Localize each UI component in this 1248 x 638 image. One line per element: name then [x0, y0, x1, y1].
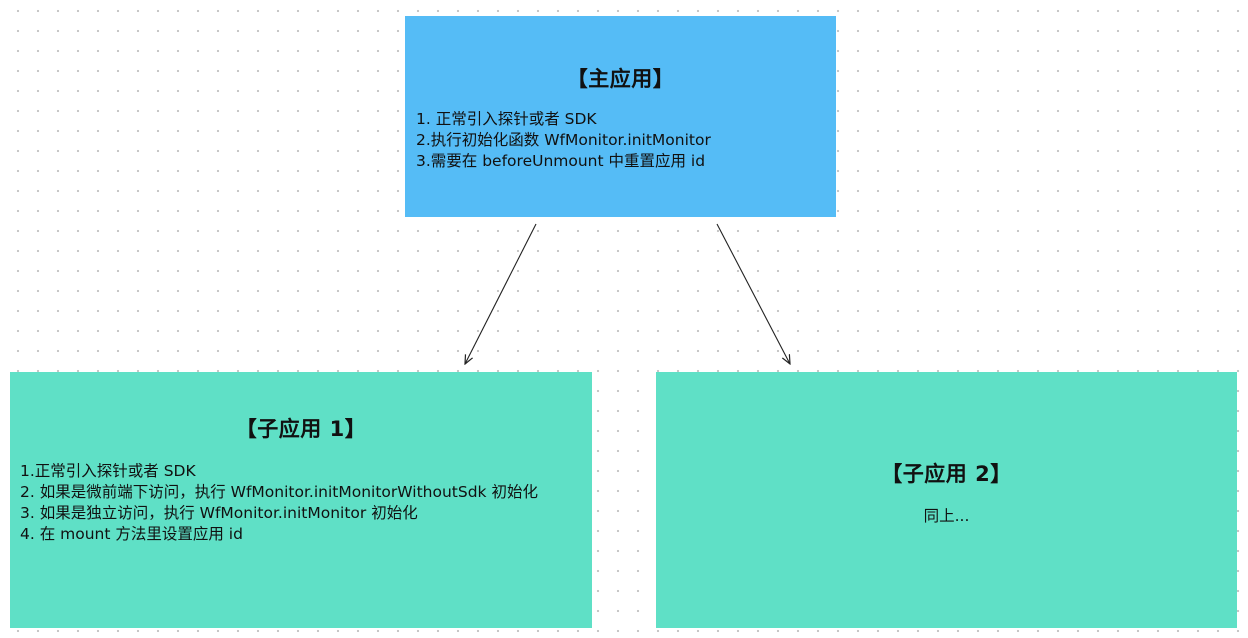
main-app-step: 3.需要在 beforeUnmount 中重置应用 id [416, 152, 706, 170]
sub-app-2-title: 【子应用 2】 [881, 462, 1012, 486]
main-app-step: 1. 正常引入探针或者 SDK [416, 110, 597, 128]
arrow-main-to-sub1 [465, 223, 537, 364]
sub-app-1-box[interactable]: 【子应用 1】 1.正常引入探针或者 SDK 2. 如果是微前端下访问，执行 W… [10, 372, 592, 628]
main-app-step: 2.执行初始化函数 WfMonitor.initMonitor [416, 131, 711, 149]
main-app-title: 【主应用】 [566, 67, 675, 91]
main-app-steps: 1. 正常引入探针或者 SDK 2.执行初始化函数 WfMonitor.init… [416, 109, 828, 172]
sub-app-1-step: 3. 如果是独立访问，执行 WfMonitor.initMonitor 初始化 [20, 504, 418, 522]
sub-app-1-step: 1.正常引入探针或者 SDK [20, 462, 196, 480]
sub-app-1-steps: 1.正常引入探针或者 SDK 2. 如果是微前端下访问，执行 WfMonitor… [20, 461, 578, 545]
sub-app-1-step: 2. 如果是微前端下访问，执行 WfMonitor.initMonitorWit… [20, 483, 538, 501]
sub-app-2-note: 同上... [923, 507, 970, 525]
arrow-main-to-sub2 [716, 223, 790, 364]
sub-app-2-box[interactable]: 【子应用 2】 同上... [656, 372, 1237, 628]
main-app-box[interactable]: 【主应用】 1. 正常引入探针或者 SDK 2.执行初始化函数 WfMonito… [405, 16, 836, 217]
sub-app-1-step: 4. 在 mount 方法里设置应用 id [20, 525, 243, 543]
sub-app-1-title: 【子应用 1】 [235, 417, 367, 441]
